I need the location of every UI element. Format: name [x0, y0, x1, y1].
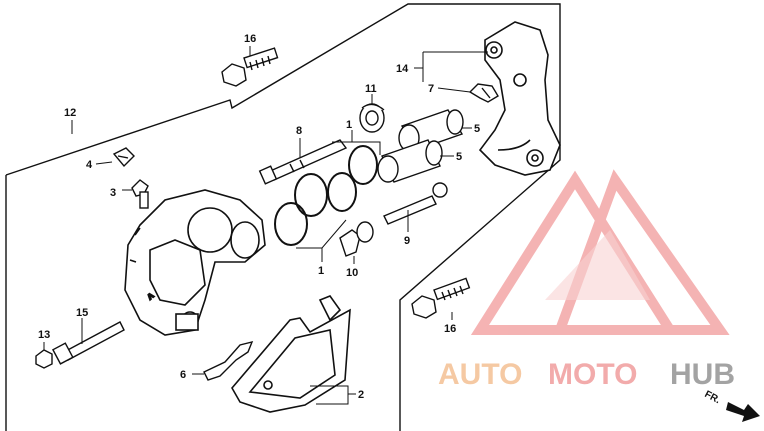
front-arrow-icon — [726, 402, 760, 422]
watermark-logo — [470, 169, 730, 335]
callout-2: 2 — [358, 389, 364, 401]
callout-16-top: 16 — [244, 33, 256, 45]
watermark-auto: AUTO — [438, 358, 522, 391]
slide-pin-9 — [383, 182, 448, 225]
callout-9: 9 — [404, 235, 410, 247]
piston-5-upper — [398, 109, 464, 152]
callout-3: 3 — [110, 187, 116, 199]
callout-1-top: 1 — [346, 119, 352, 131]
slide-pin-8 — [258, 139, 348, 185]
caliper-bracket — [478, 21, 561, 176]
bleeder-cap-4 — [112, 147, 135, 168]
bleeder-valve-3 — [131, 179, 149, 209]
callout-16-bottom: 16 — [444, 323, 456, 335]
piston-5-lower — [377, 139, 443, 183]
callout-5-a: 5 — [474, 123, 480, 135]
watermark-hub: HUB — [670, 358, 735, 391]
front-direction-indicator: FR. — [703, 389, 760, 422]
callout-1-bottom: 1 — [318, 265, 324, 277]
watermark-moto: MOTO — [548, 358, 637, 391]
callout-8: 8 — [296, 125, 302, 137]
callout-4: 4 — [86, 159, 93, 171]
bolt-16-top — [221, 47, 279, 87]
front-label: FR. — [703, 389, 723, 406]
callout-labels: 16 14 7 12 11 8 1 5 5 4 3 9 10 1 16 15 1… — [38, 33, 480, 401]
callout-10: 10 — [346, 267, 358, 279]
pad-pin-15 — [51, 321, 125, 365]
callout-11: 11 — [365, 83, 377, 95]
pin-plug-13 — [35, 349, 53, 369]
boot-11 — [359, 103, 385, 133]
callout-12: 12 — [64, 107, 76, 119]
piston-seals-1 — [274, 145, 378, 246]
callout-5-b: 5 — [456, 151, 462, 163]
bolt-16-bottom — [411, 277, 471, 319]
pad-spring-6 — [203, 340, 254, 381]
assembly-outline — [5, 3, 561, 431]
callout-14: 14 — [396, 63, 409, 75]
brake-pads-2 — [231, 295, 351, 413]
boot-10 — [339, 221, 374, 257]
pad-spring-clip-7 — [468, 83, 499, 103]
caliper-body: ʌ — [124, 189, 266, 336]
callout-7: 7 — [428, 83, 434, 95]
callout-6: 6 — [180, 369, 186, 381]
callout-13: 13 — [38, 329, 50, 341]
watermark-text: AUTO MOTO HUB — [438, 358, 735, 391]
callout-15: 15 — [76, 307, 88, 319]
